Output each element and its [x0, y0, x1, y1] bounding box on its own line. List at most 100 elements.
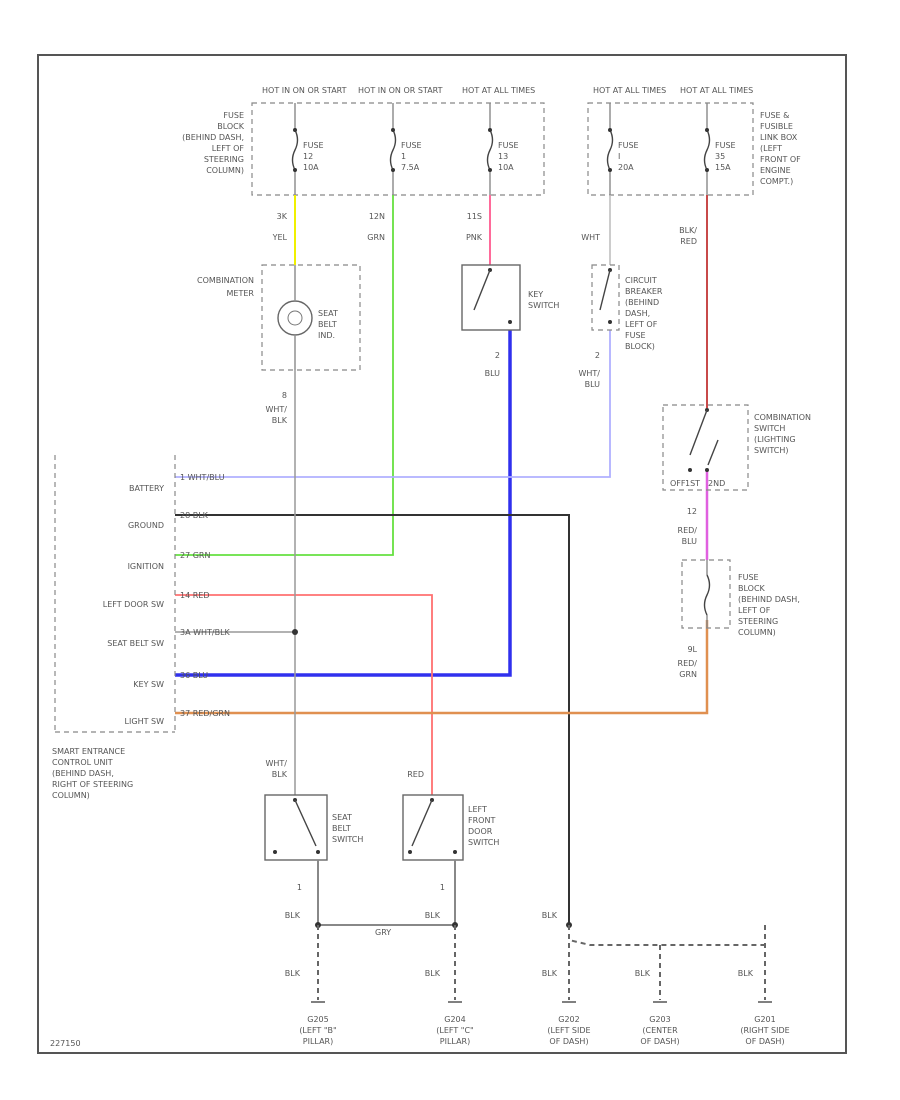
combination-switch-box: [662, 404, 749, 491]
pin-label-light-sw: LIGHT SW: [125, 717, 165, 726]
svg-text:COMPT.): COMPT.): [760, 177, 793, 186]
svg-text:FUSE: FUSE: [618, 141, 639, 150]
fuse-1: FUSE 1 7.5A: [389, 103, 422, 195]
ground-g203-label: G203 (CENTER OF DASH): [640, 1015, 679, 1046]
svg-text:2ND: 2ND: [708, 479, 725, 488]
svg-text:BELT: BELT: [318, 320, 337, 329]
splice-dot: [292, 629, 298, 635]
svg-text:G205: G205: [307, 1015, 328, 1024]
svg-text:FUSE: FUSE: [625, 331, 646, 340]
hot-label-1: HOT IN ON OR START: [262, 86, 347, 95]
svg-text:10A: 10A: [498, 163, 514, 172]
svg-text:FUSE: FUSE: [715, 141, 736, 150]
svg-text:RED/: RED/: [678, 526, 698, 535]
svg-text:(CENTER: (CENTER: [642, 1026, 678, 1035]
wire-blu: [175, 330, 512, 677]
fuse-i: FUSE I 20A: [606, 103, 639, 195]
hot-label-3: HOT AT ALL TIMES: [462, 86, 535, 95]
svg-text:SWITCH: SWITCH: [468, 838, 499, 847]
svg-text:BLK/: BLK/: [679, 226, 697, 235]
svg-text:1: 1: [297, 883, 302, 892]
svg-text:BLOCK: BLOCK: [217, 122, 245, 131]
fuse-12: FUSE 12 10A: [291, 103, 324, 195]
svg-text:GRN: GRN: [679, 670, 697, 679]
svg-text:G204: G204: [444, 1015, 465, 1024]
pin-label-left-door: LEFT DOOR SW: [103, 600, 164, 609]
wire-red: [175, 594, 433, 795]
svg-text:RED/: RED/: [678, 659, 698, 668]
svg-text:WHT/: WHT/: [265, 405, 287, 414]
fuse-block-label: FUSE BLOCK (BEHIND DASH, LEFT OF STEERIN…: [182, 111, 245, 175]
hot-label-2: HOT IN ON OR START: [358, 86, 443, 95]
svg-text:FRONT OF: FRONT OF: [760, 155, 801, 164]
combination-meter-label: COMBINATION: [197, 276, 254, 285]
svg-text:SWITCH): SWITCH): [754, 446, 789, 455]
svg-text:LEFT OF: LEFT OF: [212, 144, 245, 153]
diagram-frame: [37, 54, 847, 1054]
svg-text:G203: G203: [649, 1015, 670, 1024]
combination-switch-label: COMBINATION SWITCH (LIGHTING SWITCH): [754, 413, 811, 455]
svg-text:FUSE: FUSE: [303, 141, 324, 150]
svg-text:STEERING: STEERING: [204, 155, 244, 164]
svg-text:7.5A: 7.5A: [401, 163, 420, 172]
ground-blk-labels: BLK BLK BLK BLK BLK: [285, 969, 754, 978]
key-switch-box: [461, 264, 521, 331]
svg-text:BLOCK): BLOCK): [625, 342, 655, 351]
svg-text:BLU: BLU: [585, 380, 601, 389]
svg-text:GRN: GRN: [367, 233, 385, 242]
svg-text:WHT/: WHT/: [578, 369, 600, 378]
svg-text:DASH,: DASH,: [625, 309, 650, 318]
svg-text:(LEFT: (LEFT: [760, 144, 782, 153]
svg-text:OF DASH): OF DASH): [640, 1037, 679, 1046]
door-switch-label: LEFT: [468, 805, 487, 814]
combination-meter-box: [261, 264, 361, 371]
svg-text:STEERING: STEERING: [738, 617, 778, 626]
svg-text:FRONT: FRONT: [468, 816, 495, 825]
svg-text:OFF: OFF: [670, 479, 686, 488]
svg-text:1ST: 1ST: [685, 479, 700, 488]
fuse-block-lower-label: FUSE BLOCK (BEHIND DASH, LEFT OF STEERIN…: [738, 573, 800, 637]
hot-label-5: HOT AT ALL TIMES: [680, 86, 753, 95]
svg-text:SWITCH: SWITCH: [332, 835, 363, 844]
svg-text:ENGINE: ENGINE: [760, 166, 791, 175]
wire-wht-blu: [175, 330, 611, 478]
svg-text:CIRCUIT: CIRCUIT: [625, 276, 657, 285]
svg-text:(BEHIND DASH,: (BEHIND DASH,: [52, 769, 114, 778]
svg-text:(LEFT SIDE: (LEFT SIDE: [547, 1026, 590, 1035]
svg-text:(BEHIND DASH,: (BEHIND DASH,: [738, 595, 800, 604]
svg-text:FUSIBLE: FUSIBLE: [760, 122, 793, 131]
control-unit-label: SMART ENTRANCE CONTROL UNIT (BEHIND DASH…: [52, 747, 133, 800]
svg-text:(LEFT "B": (LEFT "B": [299, 1026, 336, 1035]
svg-text:(RIGHT SIDE: (RIGHT SIDE: [740, 1026, 789, 1035]
pin-wire-ground: 28 BLK: [180, 511, 209, 520]
fusible-link-box: [587, 102, 754, 196]
pin-wire-key-sw: 36 BLU: [180, 671, 208, 680]
svg-text:G202: G202: [558, 1015, 579, 1024]
svg-text:BLK: BLK: [272, 770, 288, 779]
svg-text:SWITCH: SWITCH: [528, 301, 559, 310]
svg-text:(LIGHTING: (LIGHTING: [754, 435, 796, 444]
ground-bus-dashed: [568, 925, 765, 946]
svg-text:LINK BOX: LINK BOX: [760, 133, 798, 142]
svg-text:12N: 12N: [369, 212, 385, 221]
svg-text:BREAKER: BREAKER: [625, 287, 663, 296]
wire-grn: [175, 195, 394, 556]
svg-text:SWITCH: SWITCH: [754, 424, 785, 433]
svg-text:13: 13: [498, 152, 508, 161]
seat-belt-switch-label: SEAT: [332, 813, 352, 822]
pin-wire-battery: 1 WHT/BLU: [180, 473, 225, 482]
svg-text:PILLAR): PILLAR): [303, 1037, 333, 1046]
circuit-breaker-box: [591, 264, 620, 331]
svg-text:LEFT OF: LEFT OF: [625, 320, 658, 329]
svg-text:I: I: [618, 152, 620, 161]
pin-label-ignition: IGNITION: [128, 562, 164, 571]
svg-text:BLK: BLK: [285, 969, 301, 978]
svg-text:11S: 11S: [467, 212, 482, 221]
pin-wire-light-sw: 37 RED/GRN: [180, 709, 230, 718]
pin-label-ground: GROUND: [128, 521, 164, 530]
svg-text:METER: METER: [227, 289, 255, 298]
svg-text:2: 2: [595, 351, 600, 360]
svg-text:1: 1: [401, 152, 406, 161]
seat-belt-switch-box: [264, 794, 328, 861]
